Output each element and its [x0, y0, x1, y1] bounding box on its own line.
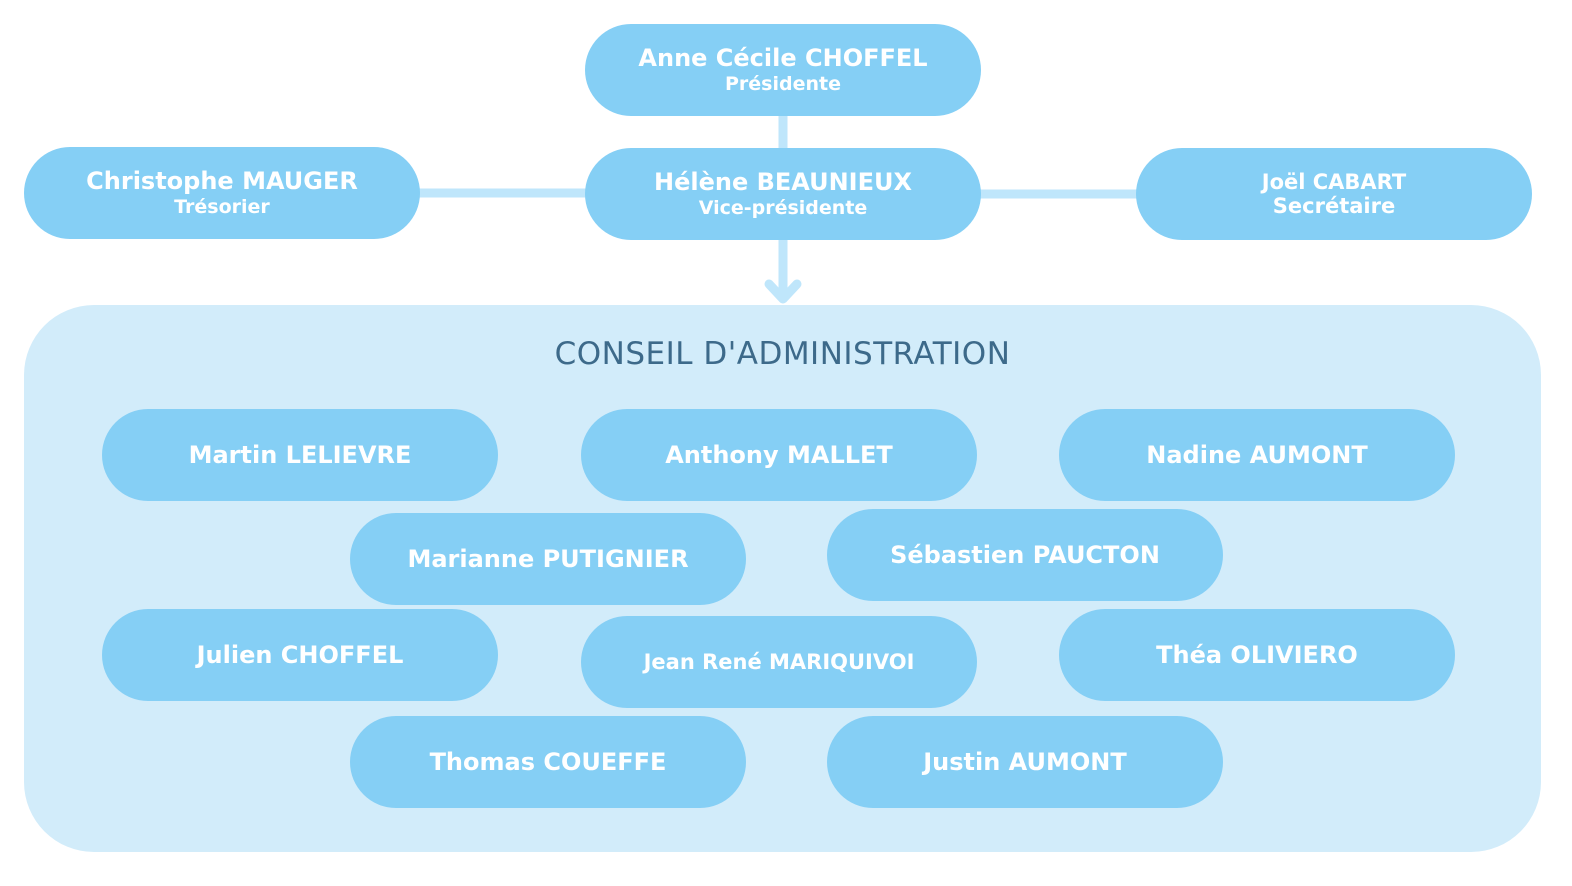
secretary-box: Joël CABART Secrétaire [1136, 148, 1532, 240]
president-name: Anne Cécile CHOFFEL [638, 44, 928, 72]
board-member: Théa OLIVIERO [1059, 609, 1455, 701]
arrow-head-icon [764, 279, 802, 304]
board-member: Anthony MALLET [581, 409, 977, 501]
board-member: Thomas COUEFFE [350, 716, 746, 808]
secretary-role: Secrétaire [1272, 194, 1396, 218]
board-member-name: Justin AUMONT [923, 748, 1127, 776]
board-member-name: Théa OLIVIERO [1156, 641, 1358, 669]
board-member-name: Anthony MALLET [665, 441, 893, 469]
president-role: Présidente [725, 73, 841, 95]
board-member: Sébastien PAUCTON [827, 509, 1223, 601]
board-member-name: Thomas COUEFFE [429, 748, 667, 776]
treasurer-box: Christophe MAUGER Trésorier [24, 147, 420, 239]
vice-president-name: Hélène BEAUNIEUX [654, 168, 912, 196]
vice-president-box: Hélène BEAUNIEUX Vice-présidente [585, 148, 981, 240]
board-member: Nadine AUMONT [1059, 409, 1455, 501]
vice-president-role: Vice-présidente [698, 197, 868, 219]
board-member-name: Nadine AUMONT [1146, 441, 1368, 469]
president-box: Anne Cécile CHOFFEL Présidente [585, 24, 981, 116]
board-member: Julien CHOFFEL [102, 609, 498, 701]
board-title: CONSEIL D'ADMINISTRATION [554, 336, 1011, 372]
board-member-name: Jean René MARIQUIVOI [643, 650, 915, 674]
board-member: Jean René MARIQUIVOI [581, 616, 977, 708]
board-member-name: Julien CHOFFEL [196, 641, 404, 669]
treasurer-role: Trésorier [174, 196, 270, 218]
board-member: Justin AUMONT [827, 716, 1223, 808]
board-member: Marianne PUTIGNIER [350, 513, 746, 605]
secretary-name: Joël CABART [1261, 170, 1407, 194]
board-member-name: Sébastien PAUCTON [890, 541, 1160, 569]
treasurer-name: Christophe MAUGER [86, 167, 358, 195]
board-container [24, 305, 1541, 852]
board-member: Martin LELIEVRE [102, 409, 498, 501]
board-member-name: Marianne PUTIGNIER [407, 545, 689, 573]
board-member-name: Martin LELIEVRE [188, 441, 412, 469]
